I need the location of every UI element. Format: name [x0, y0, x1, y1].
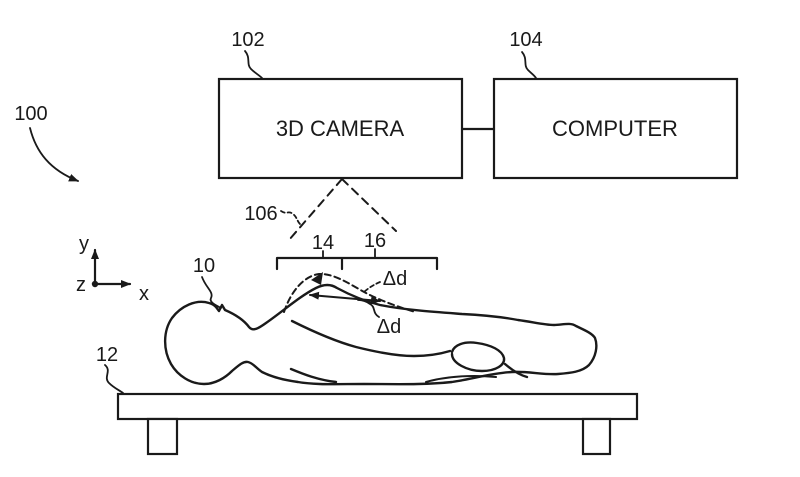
table-leg-right — [581, 417, 612, 456]
ref-100-arrow — [29, 127, 79, 182]
region-bracket — [275, 256, 439, 271]
table-leg-left — [146, 417, 179, 456]
ref-106-label: 106 — [244, 203, 277, 225]
delta-d-upper-label: Δd — [383, 268, 407, 290]
table-top — [116, 392, 639, 421]
ref-102-leader — [244, 50, 263, 79]
patient-arm-line — [290, 319, 452, 358]
ref-10-label: 10 — [193, 255, 215, 277]
chest-motion-arrowhead — [311, 272, 323, 285]
z-axis-label: z — [76, 274, 86, 296]
patient-hand — [450, 341, 506, 373]
delta-d-lower-label: Δd — [377, 316, 401, 338]
patient-hand-underside-line — [425, 375, 497, 383]
camera-box — [217, 77, 464, 180]
ref-104-label: 104 — [509, 29, 542, 51]
y-axis-label: y — [79, 233, 89, 255]
computer-box-label: COMPUTER — [552, 116, 678, 141]
ref-12-label: 12 — [96, 344, 118, 366]
displacement-double-arrow — [309, 291, 381, 305]
camera-box-label: 3D CAMERA — [276, 116, 405, 141]
delta-lower-leader — [357, 299, 380, 318]
ref-106-leader — [280, 210, 301, 225]
patient-hand-to-hip-line — [503, 362, 529, 379]
ref-12-leader — [104, 364, 124, 394]
ref-16-label: 16 — [364, 230, 386, 252]
delta-upper-leader — [362, 281, 381, 294]
ref-14-label: 14 — [312, 232, 334, 254]
fov-line-right — [341, 178, 397, 232]
computer-box — [492, 77, 739, 180]
ref-104-leader — [521, 51, 537, 79]
fov-line-left — [288, 178, 343, 241]
chest-expanded-dashed-outline — [283, 272, 416, 313]
patient-outline — [163, 283, 598, 386]
x-axis-label: x — [139, 283, 149, 305]
ref-102-label: 102 — [231, 29, 264, 51]
z-axis-origin-dot — [91, 280, 99, 288]
ref-100-label: 100 — [14, 103, 47, 125]
patient-lower-arm-line — [289, 367, 338, 384]
